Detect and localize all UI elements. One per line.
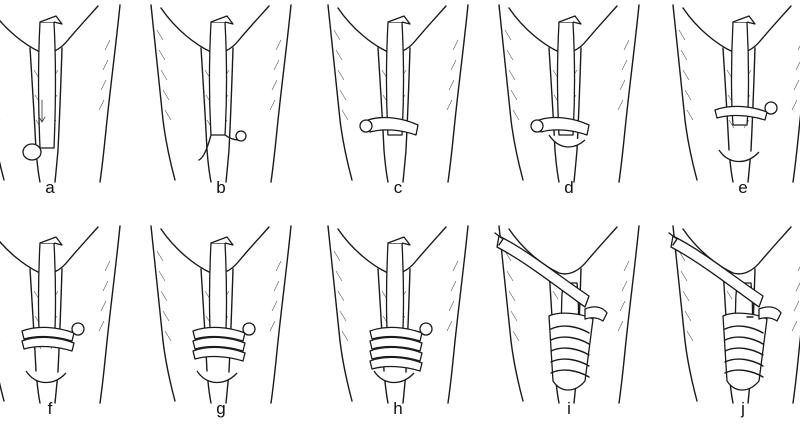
bandage	[198, 15, 247, 161]
panel-illustration	[327, 225, 469, 404]
panel-label: c	[393, 178, 403, 197]
body-outline	[0, 4, 121, 183]
bandage	[668, 232, 782, 391]
panel-illustration	[150, 225, 292, 404]
bandage	[494, 232, 608, 391]
panel-h: h	[318, 221, 478, 442]
panel-b: b	[141, 0, 301, 221]
panel-illustration	[0, 225, 121, 404]
panel-illustration	[498, 4, 640, 183]
bandage	[359, 15, 419, 136]
panel-label: e	[738, 178, 748, 197]
panel-i: i	[489, 221, 649, 442]
panel-e: e	[663, 0, 800, 221]
panel-illustration	[150, 4, 292, 183]
panel-illustration	[494, 225, 640, 404]
panel-illustration	[0, 4, 121, 183]
panel-label: d	[564, 178, 574, 197]
panel-label: f	[47, 399, 53, 418]
panel-f: f	[0, 221, 130, 442]
panel-illustration	[672, 4, 800, 183]
panel-d: d	[489, 0, 649, 221]
panel-label: b	[216, 178, 226, 197]
panel-j: j	[663, 221, 800, 442]
bandage	[22, 15, 63, 161]
panel-label: i	[567, 399, 571, 418]
panel-label: a	[45, 178, 55, 197]
panel-label: g	[216, 399, 226, 418]
bandage	[530, 15, 590, 148]
panel-g: g	[141, 221, 301, 442]
panel-c: c	[318, 0, 478, 221]
bandage	[714, 15, 778, 163]
bandage	[21, 236, 85, 384]
bandage	[192, 236, 256, 384]
panel-illustration	[668, 225, 800, 404]
panel-label: h	[393, 399, 403, 418]
panel-label: j	[741, 399, 745, 418]
panel-illustration	[327, 4, 469, 183]
bandage	[369, 236, 433, 384]
panel-a: a	[0, 0, 130, 221]
